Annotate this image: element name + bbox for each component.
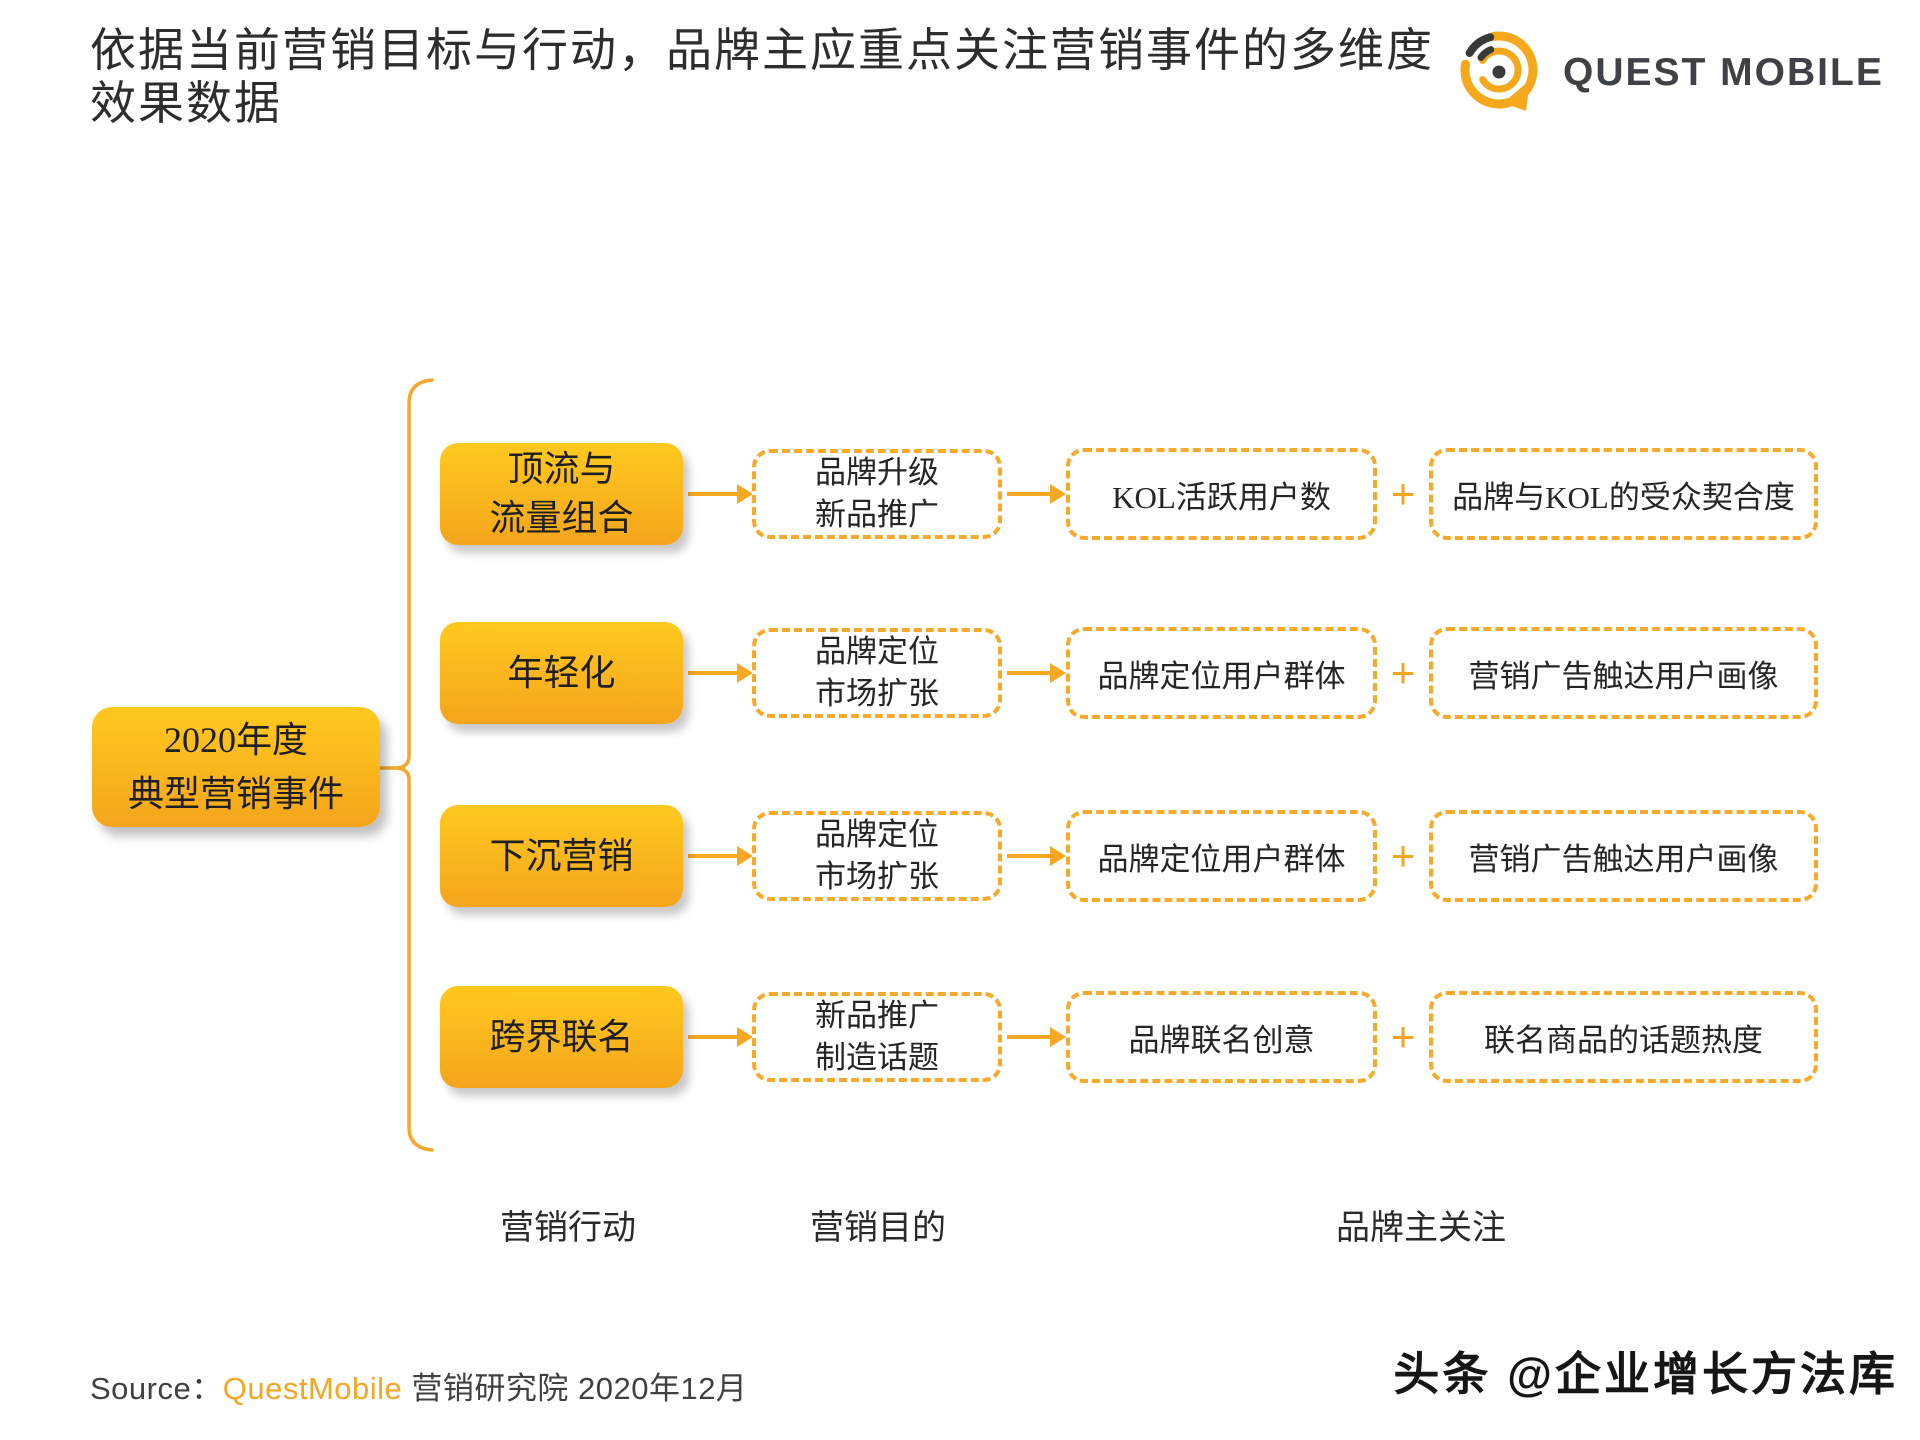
diagram-row: 顶流与 流量组合 品牌升级 新品推广 KOL活跃用户数 + 品牌与KOL的受众契… [0,443,1920,545]
metric-node: 品牌联名创意 [1066,991,1377,1083]
action-label: 顶流与 流量组合 [489,449,634,538]
plus-sign: + [1390,470,1416,517]
metric-node: 营销广告触达用户画像 [1429,810,1818,902]
brand-logo: QUEST MOBILE [1449,20,1884,120]
purpose-label: 品牌定位 市场扩张 [815,817,939,894]
purpose-node: 品牌定位 市场扩张 [752,628,1002,718]
action-label: 跨界联名 [489,1016,634,1057]
metric-node: 品牌定位用户群体 [1066,627,1377,719]
plus-sign: + [1390,832,1416,879]
root-node-label: 2020年度 典型营销事件 [127,720,344,814]
watermark: 头条 @企业增长方法库 [1393,1348,1898,1400]
root-node: 2020年度 典型营销事件 [92,707,380,827]
purpose-node: 新品推广 制造话题 [752,992,1002,1082]
purpose-node: 品牌定位 市场扩张 [752,811,1002,901]
metric-label: 品牌定位用户群体 [1097,841,1346,877]
action-label: 年轻化 [507,652,616,693]
page-title: 依据当前营销目标与行动，品牌主应重点关注营销事件的多维度效果数据 [90,25,1434,130]
metric-label: KOL活跃用户数 [1112,479,1331,515]
purpose-label: 品牌升级 新品推广 [815,455,939,532]
purpose-label: 品牌定位 市场扩张 [815,634,939,711]
metric-label: 品牌与KOL的受众契合度 [1452,479,1795,515]
action-node: 跨界联名 [440,986,683,1088]
purpose-label: 新品推广 制造话题 [815,998,939,1075]
source-note: Source：QuestMobile 营销研究院 2020年12月 [90,1363,747,1408]
diagram-row: 下沉营销 品牌定位 市场扩张 品牌定位用户群体 + 营销广告触达用户画像 [0,805,1920,907]
action-node: 顶流与 流量组合 [440,443,683,545]
plus-sign: + [1390,1013,1416,1060]
metric-node: KOL活跃用户数 [1066,448,1377,540]
column-label-purpose: 营销目的 [810,1210,946,1247]
column-label-actions: 营销行动 [500,1210,636,1247]
metric-node: 营销广告触达用户画像 [1429,627,1818,719]
purpose-node: 品牌升级 新品推广 [752,449,1002,539]
diagram-row: 跨界联名 新品推广 制造话题 品牌联名创意 + 联名商品的话题热度 [0,986,1920,1088]
metric-node: 品牌与KOL的受众契合度 [1429,448,1818,540]
column-label-focus: 品牌主关注 [1336,1210,1506,1247]
metric-label: 营销广告触达用户画像 [1468,841,1779,877]
diagram-row: 年轻化 品牌定位 市场扩张 品牌定位用户群体 + 营销广告触达用户画像 [0,622,1920,724]
metric-node: 品牌定位用户群体 [1066,810,1377,902]
brand-name: QUEST MOBILE [1563,51,1884,94]
source-brand: QuestMobile [222,1371,403,1406]
metric-label: 联名商品的话题热度 [1484,1022,1763,1058]
action-node: 下沉营销 [440,805,683,907]
plus-sign: + [1390,649,1416,696]
source-suffix: 营销研究院 2020年12月 [402,1371,748,1406]
source-prefix: Source： [90,1371,223,1406]
action-node: 年轻化 [440,622,683,724]
metric-node: 联名商品的话题热度 [1429,991,1818,1083]
action-label: 下沉营销 [489,835,634,876]
metric-label: 品牌联名创意 [1128,1022,1315,1058]
metric-label: 品牌定位用户群体 [1097,658,1346,694]
questmobile-logo-icon [1460,31,1538,111]
metric-label: 营销广告触达用户画像 [1468,658,1779,694]
